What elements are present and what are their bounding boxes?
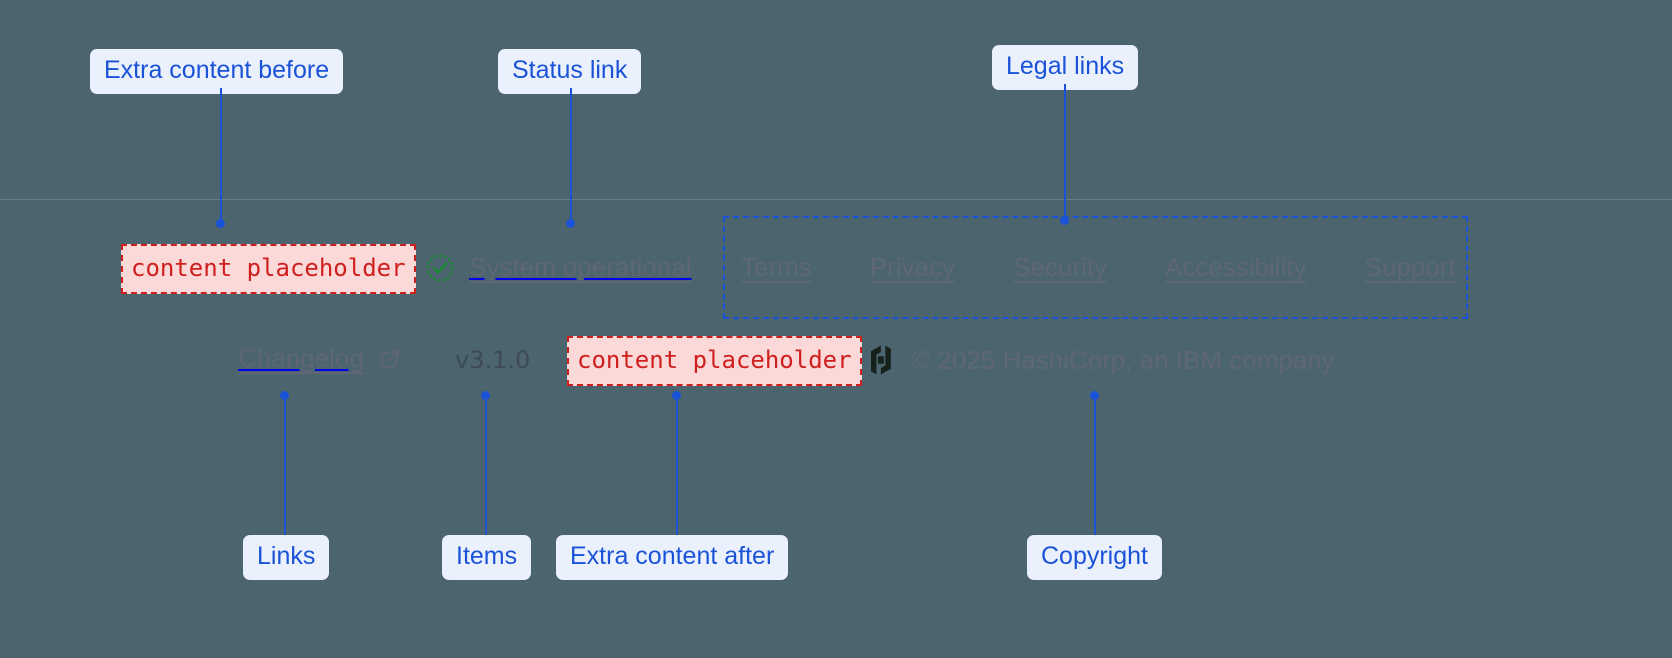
annotation-leader-links <box>284 396 286 535</box>
legal-link-accessibility[interactable]: Accessibility <box>1164 252 1307 282</box>
check-circle-icon <box>425 253 455 283</box>
version-label: v3.1.0 <box>455 346 531 374</box>
content-placeholder-before: content placeholder <box>121 244 416 294</box>
legal-link-security[interactable]: Security <box>1013 252 1107 282</box>
annotation-extra-content-before: Extra content before <box>90 49 344 94</box>
annotation-dot-legal-links <box>1060 216 1069 225</box>
annotation-leader-legal-links <box>1064 84 1066 221</box>
annotation-status-link: Status link <box>498 49 642 94</box>
annotation-dot-extra-before <box>216 219 225 228</box>
annotation-dot-copyright <box>1090 391 1099 400</box>
annotation-legal-links: Legal links <box>992 45 1139 90</box>
content-placeholder-after: content placeholder <box>567 336 862 386</box>
changelog-label: Changelog <box>238 343 364 373</box>
annotation-copyright: Copyright <box>1027 535 1162 580</box>
annotation-leader-items <box>485 396 487 535</box>
annotation-leader-extra-before <box>220 88 222 224</box>
legal-link-support[interactable]: Support <box>1364 252 1456 282</box>
annotation-dot-items <box>481 391 490 400</box>
annotation-extra-content-after: Extra content after <box>556 535 789 580</box>
external-link-icon <box>376 346 402 372</box>
legal-link-privacy[interactable]: Privacy <box>869 252 956 282</box>
annotation-items: Items <box>442 535 532 580</box>
legal-links-group: Terms Privacy Security Accessibility Sup… <box>723 216 1468 319</box>
legal-link-terms[interactable]: Terms <box>741 252 812 282</box>
legal-links-nav: Terms Privacy Security Accessibility Sup… <box>725 252 1456 283</box>
copyright-text: © 2025 HashiCorp, an IBM company <box>911 344 1335 375</box>
annotation-dot-extra-after <box>672 391 681 400</box>
annotation-leader-extra-after <box>676 396 678 535</box>
hashicorp-logo <box>866 344 896 376</box>
annotation-leader-status-link <box>570 88 572 224</box>
annotation-leader-copyright <box>1094 396 1096 535</box>
footer-region <box>0 199 1672 658</box>
annotation-dot-links <box>280 391 289 400</box>
changelog-link[interactable]: Changelog <box>238 343 402 374</box>
annotation-links: Links <box>243 535 330 580</box>
copyright: © 2025 HashiCorp, an IBM company <box>866 344 1335 376</box>
status-link[interactable]: System operational <box>425 252 692 283</box>
annotation-dot-status-link <box>566 219 575 228</box>
status-link-label: System operational <box>469 252 692 282</box>
